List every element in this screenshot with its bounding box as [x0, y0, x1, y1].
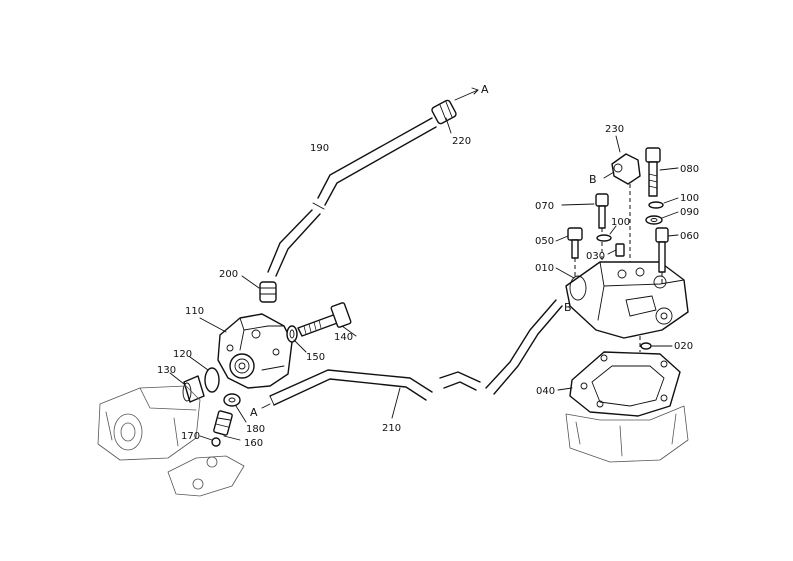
- plug-030: [607, 243, 625, 257]
- callout-160: 160: [244, 438, 263, 449]
- washer-090: [645, 211, 679, 225]
- callout-030: 030: [586, 251, 605, 262]
- bolt-070: [561, 193, 609, 262]
- bolt-060: [655, 227, 679, 286]
- drive-unit: [97, 385, 201, 461]
- callout-200: 200: [219, 269, 238, 280]
- elbow-230: [603, 135, 641, 262]
- hose-190: [267, 117, 437, 277]
- callout-130: 130: [157, 365, 176, 376]
- callout-170-lower: 170: [181, 431, 200, 442]
- bolt-140: [297, 302, 357, 337]
- connection-a-hose: A: [250, 406, 258, 419]
- callout-220: 220: [452, 136, 471, 147]
- fitting-160: [213, 410, 241, 441]
- bolt-050: [555, 227, 583, 278]
- callout-230: 230: [605, 124, 624, 135]
- callout-060: 060: [680, 231, 699, 242]
- callout-080: 080: [680, 164, 699, 175]
- o-ring-020: [639, 336, 673, 352]
- callout-090: 090: [680, 207, 699, 218]
- pump-110: [199, 313, 293, 389]
- gasket-040: [557, 351, 681, 417]
- callout-010: 010: [535, 263, 554, 274]
- callout-labels: 220 190 200 110 140 150 120 130 180 160 …: [157, 124, 699, 449]
- fitting-220: [431, 87, 479, 134]
- connection-b-elbow: B: [589, 173, 597, 186]
- callout-210: 210: [382, 423, 401, 434]
- connection-a-top: A: [481, 83, 489, 96]
- o-ring-170-lower: [199, 435, 221, 447]
- o-ring-120: [189, 356, 220, 393]
- coupling-130: [169, 372, 205, 403]
- callout-180: 180: [246, 424, 265, 435]
- washer-100-left: [596, 225, 617, 242]
- hose-210: [261, 299, 563, 419]
- callout-190: 190: [310, 143, 329, 154]
- washer-100-right: [648, 197, 679, 209]
- base-housing: [565, 405, 689, 463]
- callout-040: 040: [536, 386, 555, 397]
- callout-100-right: 100: [680, 193, 699, 204]
- callout-100-left: 100: [611, 217, 630, 228]
- connection-marks: A A B B: [250, 83, 597, 419]
- callout-070: 070: [535, 201, 554, 212]
- callout-140: 140: [334, 332, 353, 343]
- bolt-080: [645, 147, 679, 197]
- washer-180: [223, 393, 247, 423]
- callout-120: 120: [173, 349, 192, 360]
- connection-b-valve: B: [564, 301, 572, 314]
- callout-150: 150: [306, 352, 325, 363]
- callout-020: 020: [674, 341, 693, 352]
- washer-150: [286, 325, 307, 353]
- callout-110: 110: [185, 306, 204, 317]
- bracket-lower: [167, 455, 245, 497]
- fitting-200: [241, 275, 277, 303]
- callout-050: 050: [535, 236, 554, 247]
- valve-010: [555, 261, 689, 339]
